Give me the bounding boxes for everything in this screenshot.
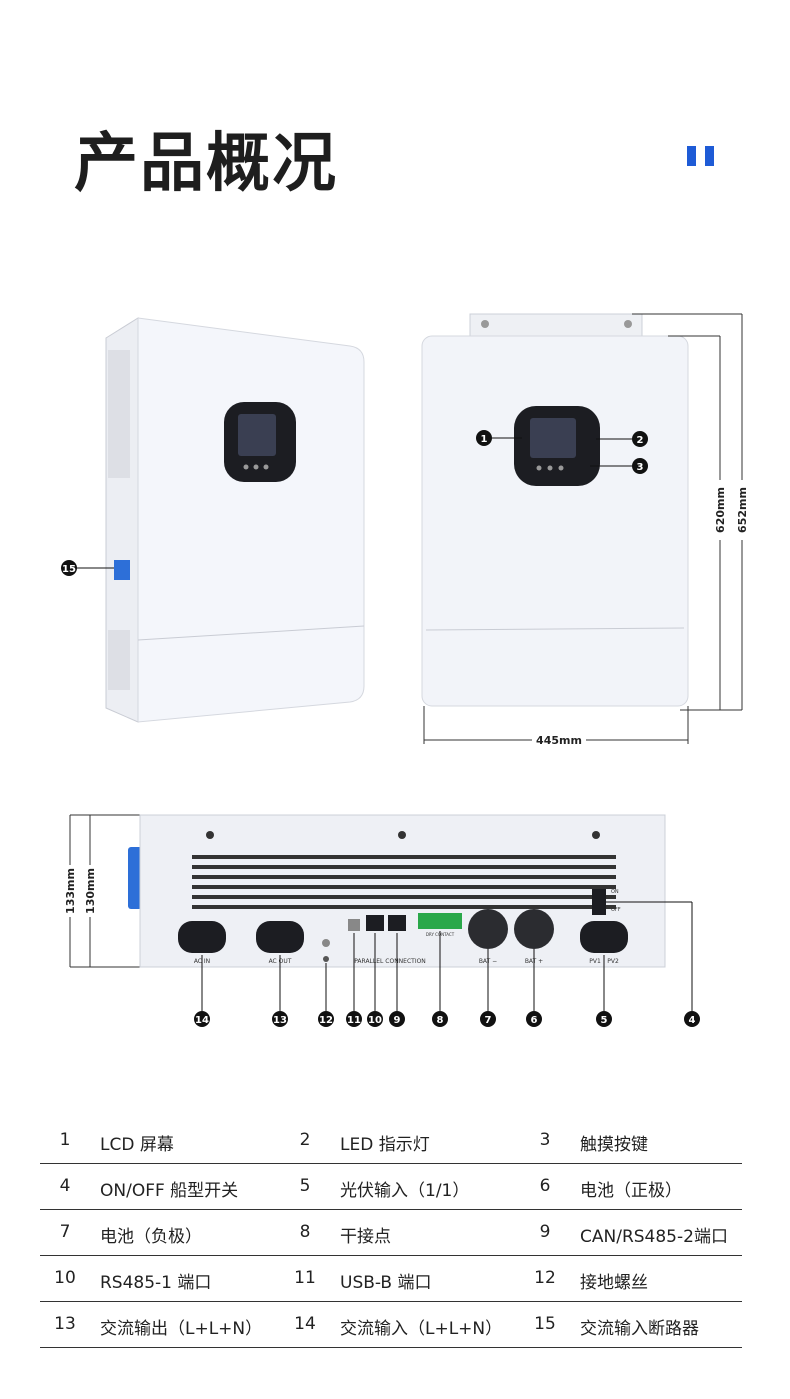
legend-label: LED 指示灯	[340, 1135, 430, 1155]
switch-off-label: OFF	[611, 907, 621, 913]
callout-2: 2	[637, 435, 644, 446]
legend-table: 1 LCD 屏幕 2 LED 指示灯 3 触摸按键 4 ON/OFF 船型开关 …	[40, 1118, 742, 1348]
legend-number: 11	[294, 1268, 316, 1288]
legend-number: 3	[539, 1130, 551, 1150]
legend-number: 14	[294, 1314, 316, 1334]
callout-7: 7	[485, 1015, 492, 1026]
callout-5: 5	[601, 1015, 608, 1026]
legend-row: 13 交流输出（L+L+N） 14 交流输入（L+L+N） 15 交流输入断路器	[40, 1302, 742, 1348]
legend-row: 1 LCD 屏幕 2 LED 指示灯 3 触摸按键	[40, 1118, 742, 1164]
callout-15: 15	[62, 564, 76, 575]
legend-number: 2	[299, 1130, 311, 1150]
callout-4: 4	[689, 1015, 696, 1026]
legend-number: 5	[299, 1176, 311, 1196]
front-view-diagram: 620mm 652mm 445mm 1 2 3	[421, 313, 750, 748]
dim-height-inner: 620mm	[714, 487, 727, 533]
legend-label: 触摸按键	[580, 1135, 648, 1155]
legend-number: 4	[59, 1176, 71, 1196]
legend-number: 6	[539, 1176, 551, 1196]
callout-8: 8	[437, 1015, 444, 1026]
pv2-label: PV2	[607, 958, 619, 965]
legend-number: 15	[534, 1314, 556, 1334]
legend-row: 7 电池（负极） 8 干接点 9 CAN/RS485-2端口	[40, 1210, 742, 1256]
legend-label: 接地螺丝	[580, 1273, 648, 1293]
callout-10: 10	[368, 1015, 382, 1026]
callout-3: 3	[637, 462, 644, 473]
legend-label: 干接点	[340, 1227, 391, 1247]
callout-9: 9	[394, 1015, 401, 1026]
legend-label: 光伏输入（1/1）	[340, 1181, 470, 1201]
legend-row: 10 RS485-1 端口 11 USB-B 端口 12 接地螺丝	[40, 1256, 742, 1302]
legend-label: LCD 屏幕	[100, 1135, 174, 1155]
callout-1: 1	[481, 434, 488, 445]
page-title: 产品概况	[74, 127, 338, 201]
legend-label: 交流输入（L+L+N）	[340, 1319, 503, 1339]
legend-label: USB-B 端口	[340, 1273, 432, 1293]
legend-label: 交流输入断路器	[580, 1319, 699, 1339]
dim-height-outer: 652mm	[736, 487, 749, 533]
legend-number: 13	[54, 1314, 76, 1334]
parallel-label: PARALLEL CONNECTION	[354, 958, 426, 965]
legend-label: ON/OFF 船型开关	[100, 1181, 239, 1201]
legend-number: 7	[59, 1222, 71, 1242]
legend-label: RS485-1 端口	[100, 1273, 212, 1293]
dim-depth-inner: 130mm	[84, 868, 97, 914]
side-view-diagram: 15	[61, 317, 365, 723]
legend-number: 1	[59, 1130, 71, 1150]
callout-6: 6	[531, 1015, 538, 1026]
pv1-label: PV1	[589, 958, 601, 965]
dim-depth-outer: 133mm	[64, 868, 77, 914]
legend-number: 9	[539, 1222, 551, 1242]
switch-on-label: ON	[611, 889, 619, 895]
legend-number: 8	[299, 1222, 311, 1242]
legend-number: 12	[534, 1268, 556, 1288]
bottom-view-diagram: 133mm 130mm ON OFF AC IN AC OUT PARALLEL…	[63, 814, 700, 1027]
legend-number: 10	[54, 1268, 76, 1288]
legend-label: 电池（负极）	[100, 1227, 202, 1247]
legend-label: 交流输出（L+L+N）	[100, 1319, 263, 1339]
legend-label: CAN/RS485-2端口	[580, 1227, 728, 1247]
callout-13: 13	[273, 1015, 287, 1026]
legend-label: 电池（正极）	[580, 1181, 682, 1201]
legend-row: 4 ON/OFF 船型开关 5 光伏输入（1/1） 6 电池（正极）	[40, 1164, 742, 1210]
decor-bars-icon	[687, 146, 715, 166]
callout-14: 14	[195, 1015, 209, 1026]
callout-11: 11	[347, 1015, 361, 1026]
callout-12: 12	[319, 1015, 333, 1026]
dim-width: 445mm	[536, 734, 582, 747]
